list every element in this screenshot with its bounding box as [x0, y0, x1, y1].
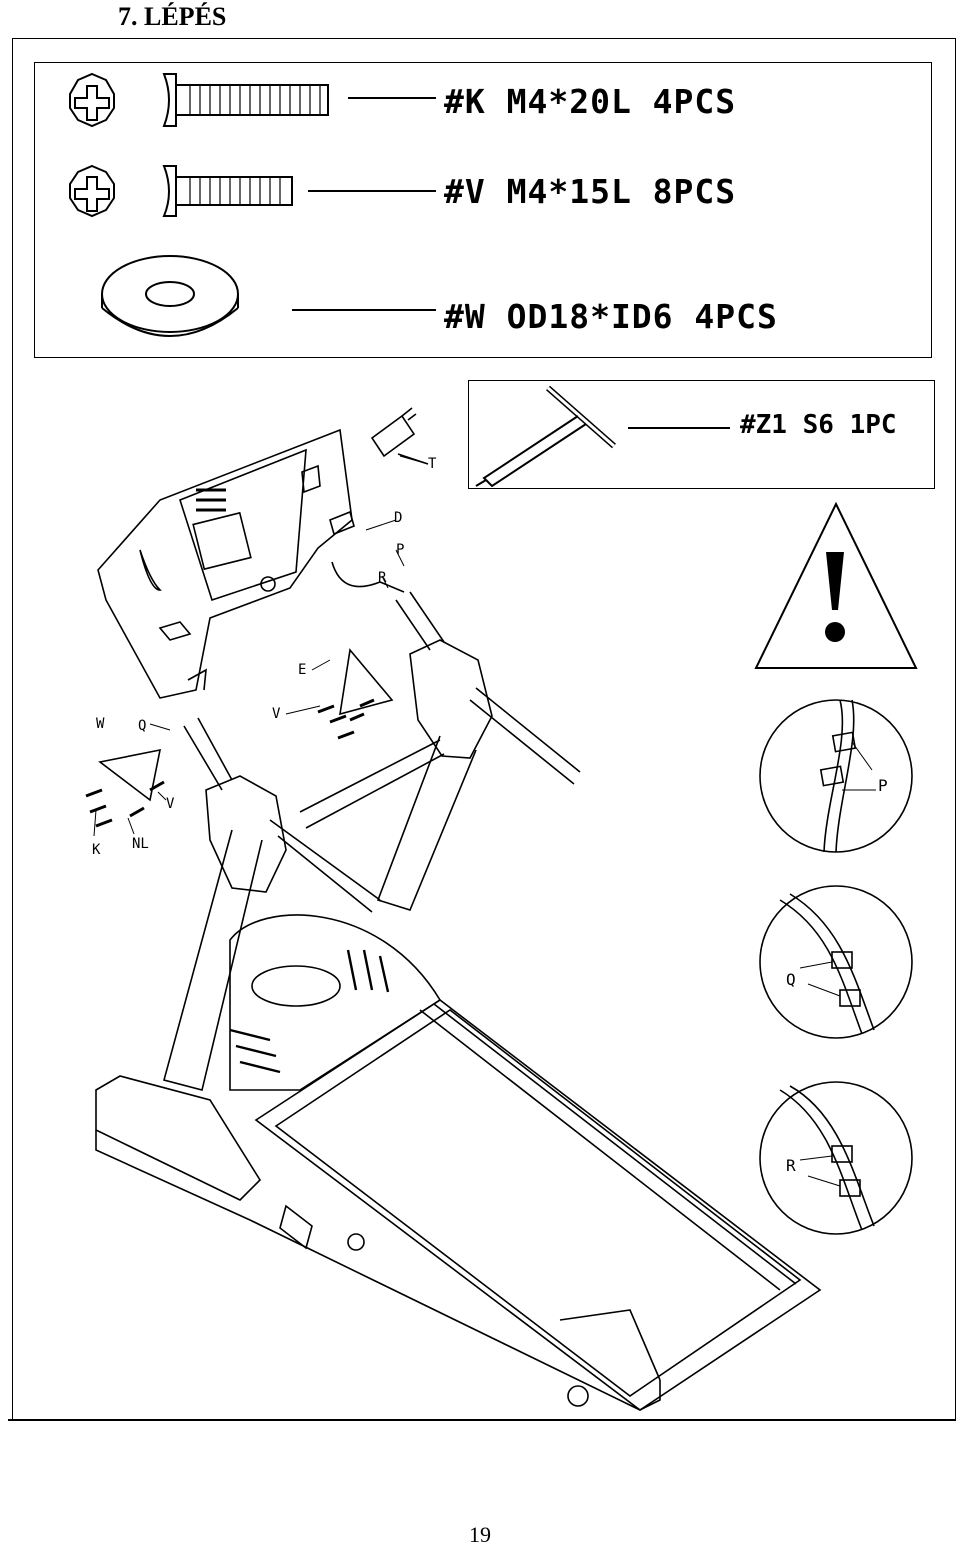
- exclamation-icon: [825, 552, 845, 642]
- label-q-main: Q: [138, 718, 147, 734]
- step-title: 7. LÉPÉS: [118, 2, 227, 31]
- label-v-side: V: [166, 796, 175, 812]
- detail-label-q: Q: [786, 970, 796, 989]
- treadmill-diagram: [85, 407, 913, 1411]
- bottom-rule: [8, 1419, 956, 1421]
- warning-triangle-icon: [754, 501, 918, 669]
- console: [97, 428, 353, 699]
- label-t: T: [428, 456, 437, 472]
- page-number: 19: [469, 1522, 491, 1547]
- tool-box: [468, 380, 935, 489]
- part-w-label: #W OD18*ID6 4PCS: [444, 297, 778, 336]
- tool-label: #Z1 S6 1PC: [740, 410, 897, 440]
- part-k-label: #K M4*20L 4PCS: [444, 82, 737, 121]
- water-bottle: [370, 414, 416, 458]
- detail-circle-r: [759, 1081, 913, 1235]
- phillips-head-icon-v: [69, 164, 115, 218]
- label-r: R: [378, 570, 387, 586]
- screw-v-icon: [162, 165, 293, 217]
- label-e: E: [298, 662, 307, 678]
- detail-label-r: R: [786, 1156, 796, 1175]
- motor-hood: [229, 914, 442, 1091]
- screw-k-icon: [162, 73, 329, 127]
- part-v-label: #V M4*15L 8PCS: [444, 172, 737, 211]
- label-w: W: [96, 716, 105, 732]
- deck: [254, 999, 822, 1411]
- label-d: D: [394, 510, 403, 526]
- parts-box: [34, 62, 932, 358]
- detail-circle-q: [759, 885, 913, 1039]
- label-p: P: [396, 542, 405, 558]
- upright-left: [163, 829, 263, 1091]
- phillips-head-icon-k: [69, 72, 115, 128]
- label-nl: NL: [132, 836, 149, 852]
- washer-icon: [101, 255, 239, 337]
- handle-left: [205, 775, 287, 893]
- label-k: K: [92, 842, 101, 858]
- detail-label-p: P: [878, 776, 888, 795]
- label-v-main: V: [272, 706, 281, 722]
- t-wrench-icon: [475, 385, 616, 488]
- upright-right: [376, 735, 477, 911]
